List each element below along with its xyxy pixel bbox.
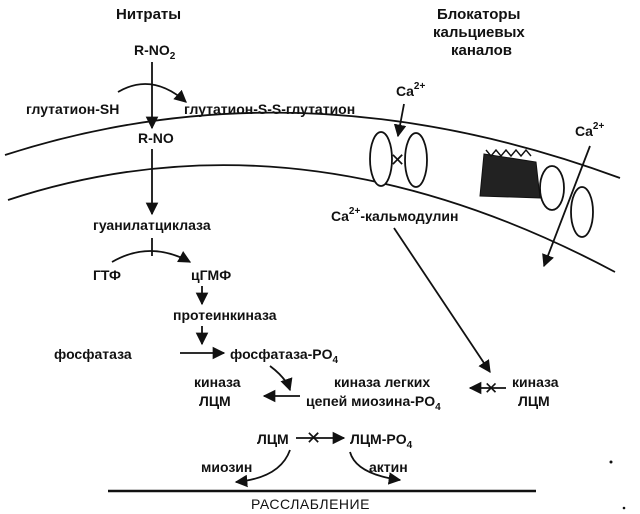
cell-membrane [4,111,621,273]
mlck-po4-1: киназа легких [334,374,430,390]
receptor-channel [479,148,594,238]
kinase-mlc-right-2: ЛЦМ [518,393,550,409]
ca-right-label: Ca2+ [575,121,604,139]
speck-2 [622,506,626,510]
mlc-label: ЛЦМ [257,431,289,447]
gtp-label: ГТФ [93,267,121,283]
r-no2-label: R-NO2 [134,42,176,62]
glutathione-sh-label: глутатион-SH [26,101,119,117]
mlc-po4-label: ЛЦМ-PO4 [350,431,413,451]
calcium-arrows [393,103,591,395]
title-blockers-3: каналов [451,42,512,59]
glutathione-ssg-label: глутатион-S-S-глутатион [184,101,355,117]
ca-calmodulin-label: Ca2+-кальмодулин [331,206,458,224]
nitrate-cascade-arrows [111,62,300,403]
phosphatase-label: фосфатаза [54,346,132,362]
myosin-label: миозин [201,459,252,475]
kinase-mlc-left-2: ЛЦМ [199,393,231,409]
speck-1 [609,460,613,464]
actin-label: актин [369,459,408,475]
r-no-label: R-NO [138,130,174,146]
title-blockers-2: кальциевых [433,24,525,41]
title-nitrates: Нитраты [116,6,181,23]
kinase-mlc-right-1: киназа [512,374,559,390]
mlc-arrows [234,431,402,488]
calcium-channel-blocked [369,131,428,188]
cgmp-label: цГМФ [191,267,231,283]
protein-kinase-label: протеинкиназа [173,307,277,323]
relaxation-label: РАССЛАБЛЕНИЕ [251,496,370,512]
title-blockers-1: Блокаторы [437,6,520,23]
ca-top-label: Ca2+ [396,81,425,99]
guanylate-cyclase-label: гуанилатциклаза [93,217,211,233]
phosphatase-po4-label: фосфатаза-PO4 [230,346,339,366]
mlck-po4-2: цепей миозина-PO4 [306,393,441,413]
block-mark-channel: ✕ [390,150,405,170]
kinase-mlc-left-1: киназа [194,374,241,390]
